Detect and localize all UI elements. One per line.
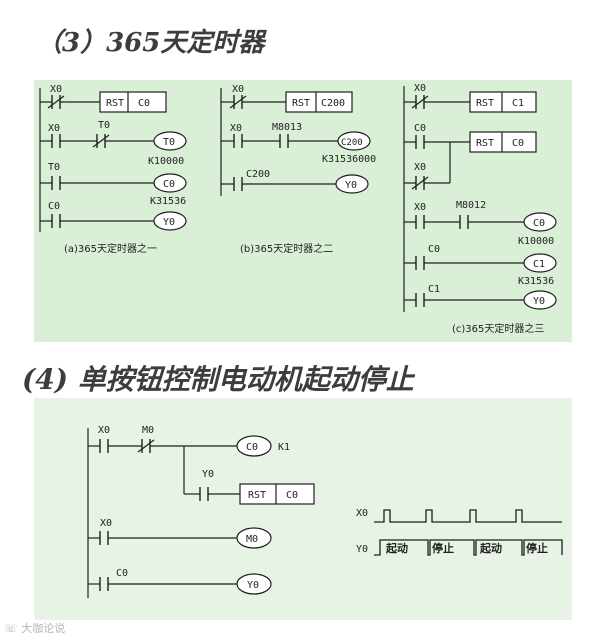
d4-r3-coil-label: Y0 [247,580,259,591]
watermark: ☏ 大咖论说 [4,620,65,636]
a-r3-const: K31536 [150,196,186,207]
watermark-icon: ☏ [4,622,18,635]
timing-y-label: Y0 [356,544,368,555]
a-r2-coil-label: T0 [163,137,175,148]
b-r1-contact-label: X0 [232,84,244,95]
c-r2-box-target: C0 [512,138,524,149]
c-r1-box-op: RST [476,98,494,109]
panel-section3 [34,80,572,342]
c-r1-contact-label: X0 [414,83,426,94]
d4-r3-contact-label: C0 [116,568,128,579]
c-r2-contact-label: C0 [414,123,426,134]
c-r2-box-op: RST [476,138,494,149]
b-r3-contact-label: C200 [246,169,270,180]
a-r1-box-op: RST [106,98,124,109]
a-r2-contact-label: X0 [48,123,60,134]
c-r5-coil-label: Y0 [533,296,545,307]
a-r2-contact2-label: T0 [98,120,110,131]
c-r1-box-target: C1 [512,98,524,109]
c-r3-coil-label: C0 [533,218,545,229]
diagram-b: X0 RST C200 X0 M8013 C200 K31536000 C200… [230,84,376,255]
d4-r1-contact-label: X0 [98,425,110,436]
b-r2-contact-label: X0 [230,123,242,134]
section3-heading: （3）365天定时器 [36,28,265,58]
c-caption: (c)365天定时器之三 [452,322,544,335]
c-r4-contact-label: C0 [428,244,440,255]
timing-state-2: 停止 [432,541,454,555]
section4-heading: (4) 单按钮控制电动机起动停止 [22,363,414,396]
c-r3-contact2-label: M8012 [456,200,486,211]
c-r4-coil-label: C1 [533,259,545,270]
b-r2-const: K31536000 [322,154,376,165]
diagram-4: X0 M0 C0 K1 Y0 RST C0 X0 M0 C0 Y0 X0 Y0 … [98,425,548,591]
timing-x-label: X0 [356,508,368,519]
a-r4-coil-label: Y0 [163,217,175,228]
b-r1-box-op: RST [292,98,310,109]
a-r1-box-target: C0 [138,98,150,109]
a-r2-const: K10000 [148,156,184,167]
c-r4-const: K31536 [518,276,554,287]
timing-state-1: 起动 [385,541,408,555]
d4-r2-contact-label: X0 [100,518,112,529]
b-r2-contact2-label: M8013 [272,122,302,133]
a-r1-contact-label: X0 [50,84,62,95]
d4-r1-coil-note: K1 [278,442,290,453]
timing-state-3: 起动 [479,541,502,555]
a-r4-contact-label: C0 [48,201,60,212]
diagram-a: X0 RST C0 X0 T0 T0 K10000 T0 C0 K31536 C… [48,84,186,255]
d4-r1-contact2-label: M0 [142,425,154,436]
d4-r1b-contact-label: Y0 [202,469,214,480]
timing-state-4: 停止 [526,541,548,555]
d4-r1b-box-target: C0 [286,490,298,501]
a-r3-coil-label: C0 [163,179,175,190]
c-r3-contact-label: X0 [414,202,426,213]
d4-r1-coil-label: C0 [246,442,258,453]
b-r2-coil-label: C200 [341,138,363,148]
d4-r2-coil-label: M0 [246,534,258,545]
c-r2b-contact-label: X0 [414,162,426,173]
watermark-text: 大咖论说 [21,622,66,635]
diagram-c: X0 RST C1 C0 RST C0 X0 X0 M8012 C0 K1000… [414,83,554,335]
a-caption: (a)365天定时器之一 [64,242,157,255]
c-r3-const: K10000 [518,236,554,247]
c-r5-contact-label: C1 [428,284,440,295]
b-caption: (b)365天定时器之二 [240,242,333,255]
panel-section4 [34,398,572,620]
d4-r1b-box-op: RST [248,490,266,501]
a-r3-contact-label: T0 [48,162,60,173]
b-r3-coil-label: Y0 [345,180,357,191]
b-r1-box-target: C200 [321,98,345,109]
